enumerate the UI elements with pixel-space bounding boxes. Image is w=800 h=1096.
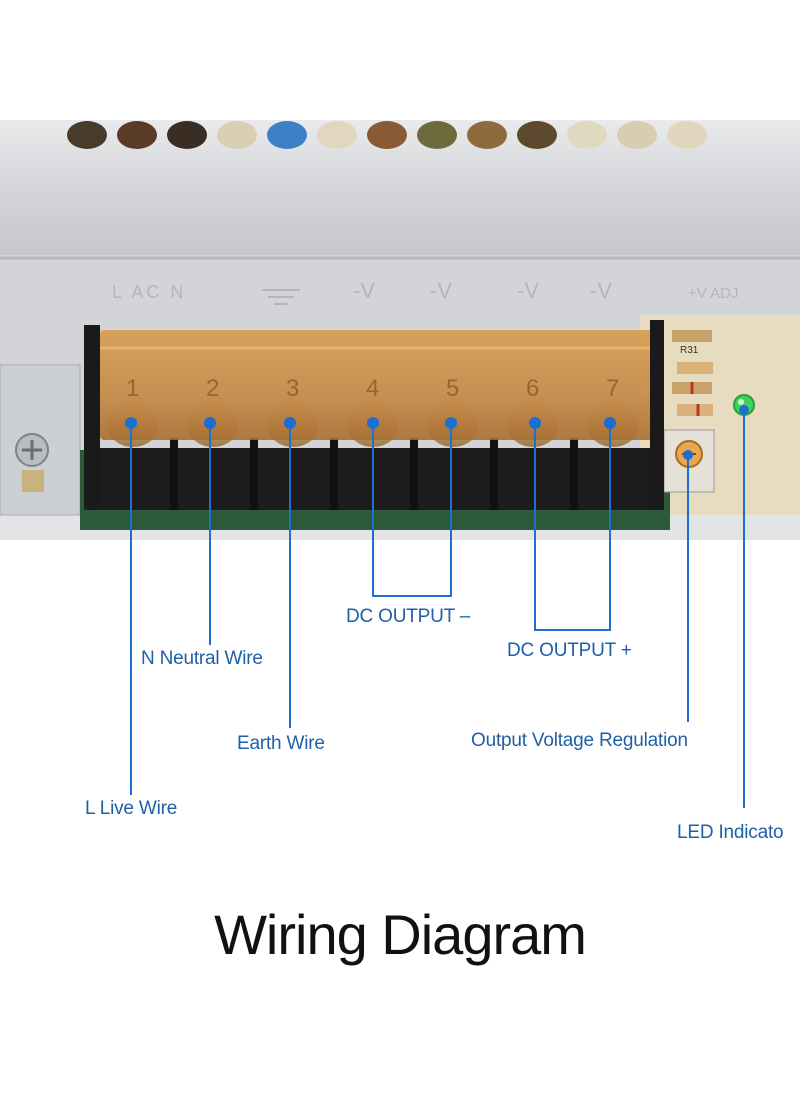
dot-led: [739, 405, 749, 415]
page-title: Wiring Diagram: [214, 903, 587, 966]
terminal-number-5: 5: [446, 375, 459, 402]
terminal-number-4: 4: [366, 375, 379, 402]
earth-symbol-mark: [262, 289, 300, 305]
dot-potentiometer: [683, 450, 693, 460]
dot-terminal-2: [204, 417, 216, 429]
terminal-numbers: 1 2 3 4 5 6 7: [126, 375, 619, 402]
mark-v-minus-2: -V: [430, 278, 452, 303]
mark-ac: L AC N: [112, 282, 186, 302]
mark-v-minus-4: -V: [590, 278, 612, 303]
vent-holes: [67, 121, 707, 149]
dot-terminal-3: [284, 417, 296, 429]
bracket-dc-pos: [534, 423, 611, 631]
terminal-number-6: 6: [526, 375, 539, 402]
board-label-r31: R31: [680, 345, 699, 356]
dot-terminal-7: [604, 417, 616, 429]
terminal-cover: [100, 330, 655, 440]
callout-live-wire: L Live Wire: [85, 798, 178, 819]
terminal-separators: [170, 438, 578, 510]
dot-terminal-1: [125, 417, 137, 429]
mark-v-minus-3: -V: [517, 278, 539, 303]
callout-dc-output-positive: DC OUTPUT +: [507, 640, 632, 661]
callout-neutral-wire: N Neutral Wire: [141, 648, 263, 669]
terminal-number-1: 1: [126, 375, 139, 402]
mark-v-minus-1: -V: [353, 278, 375, 303]
power-supply-illustration: L AC N -V -V -V -V +V ADJ R31: [0, 120, 800, 540]
mark-adj: +V ADJ: [688, 285, 738, 302]
terminal-number-2: 2: [206, 375, 219, 402]
callout-output-voltage-regulation: Output Voltage Regulation: [471, 730, 688, 751]
callout-dc-output-negative: DC OUTPUT –: [346, 606, 471, 627]
dot-terminal-6: [529, 417, 541, 429]
resistors: [672, 330, 713, 416]
terminal-number-7: 7: [606, 375, 619, 402]
bracket-dc-neg: [372, 423, 452, 597]
dot-terminal-5: [445, 417, 457, 429]
dot-terminal-4: [367, 417, 379, 429]
callout-earth-wire: Earth Wire: [237, 733, 325, 754]
terminal-number-3: 3: [286, 375, 299, 402]
callout-led-indicator: LED Indicato: [677, 822, 784, 843]
